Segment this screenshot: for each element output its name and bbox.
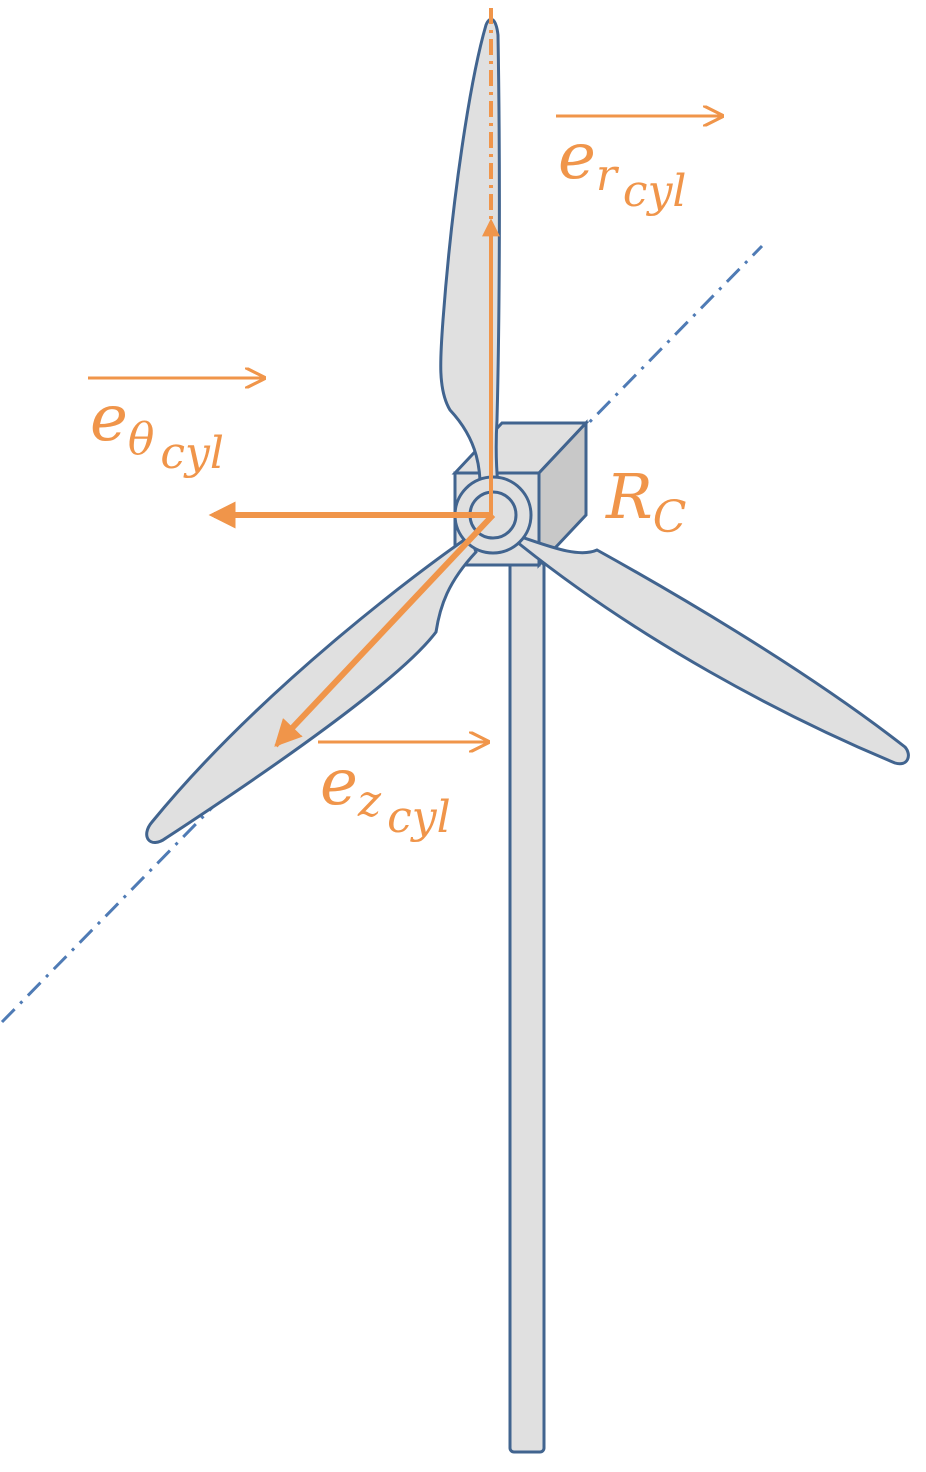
blade-lower-left: [145, 533, 478, 845]
e-theta-main: e: [90, 382, 128, 456]
e-theta-sub: θ: [128, 414, 155, 465]
e-r-sub: r: [596, 150, 620, 201]
e-r-main: e: [558, 120, 596, 194]
e-theta-sub2: cyl: [160, 428, 224, 479]
frame-label-main: R: [605, 460, 653, 533]
rotor-axis-line: [0, 244, 764, 1024]
svg-text:RC: RC: [605, 460, 686, 543]
blade-right: [504, 530, 910, 766]
e-z-main: e: [320, 746, 358, 820]
e-z-sub2: cyl: [387, 792, 451, 843]
e-z-sub: z: [357, 776, 382, 827]
tower: [508, 560, 546, 1454]
frame-label-sub: C: [653, 492, 687, 543]
e-z-vector-arrow: [274, 512, 496, 747]
e-r-sub2: cyl: [623, 166, 687, 217]
frame-label: RC: [605, 460, 686, 543]
blade-top: [439, 17, 502, 507]
